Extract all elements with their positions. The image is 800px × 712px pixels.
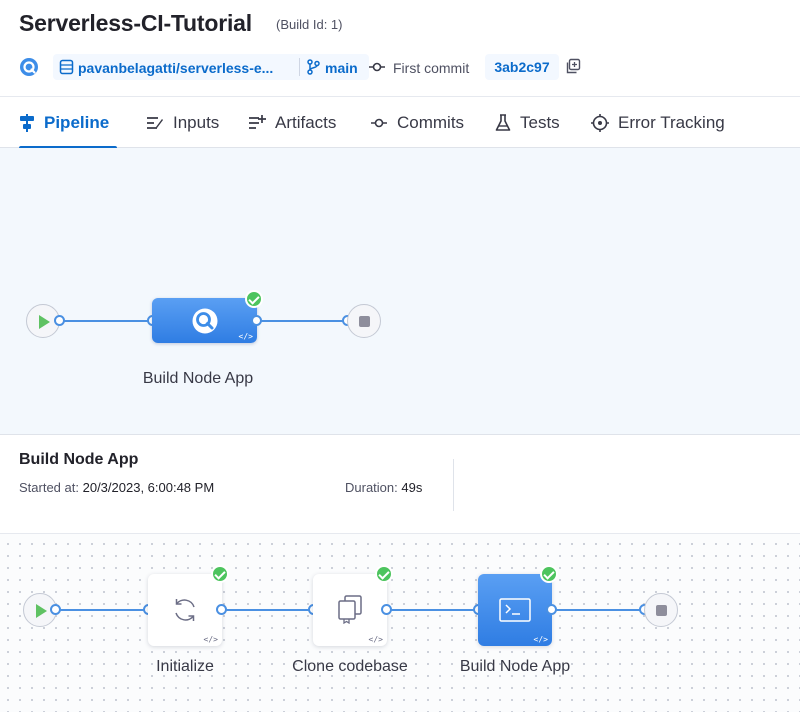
success-check-icon [375, 565, 393, 583]
tab-error-tracking[interactable]: Error Tracking [591, 97, 725, 148]
tab-inputs[interactable]: Inputs [146, 97, 219, 148]
play-icon [39, 315, 50, 329]
tab-label: Pipeline [44, 112, 110, 132]
terminal-icon [499, 598, 531, 622]
started-at: Started at: 20/3/2023, 6:00:48 PM [19, 480, 214, 495]
connector-line [387, 609, 478, 611]
ci-stage-icon [192, 308, 218, 334]
step-label: Clone codebase [292, 658, 408, 675]
repository-icon [59, 59, 74, 75]
flask-icon [495, 113, 511, 131]
ci-module-icon [20, 58, 38, 76]
step-node-clone-codebase[interactable]: </> [313, 574, 387, 646]
stage-node-build-node-app[interactable]: </> [152, 298, 257, 343]
repo-branch-chip[interactable]: pavanbelagatti/serverless-e... main [53, 54, 369, 80]
step-node-initialize[interactable]: </> [148, 574, 222, 646]
pipeline-title: Serverless-CI-Tutorial [19, 10, 252, 36]
connector-line [56, 609, 148, 611]
tab-label: Tests [520, 112, 560, 132]
output-port [50, 604, 61, 615]
pipeline-end-node [347, 304, 381, 338]
connector-line [222, 609, 313, 611]
commit-icon [369, 62, 385, 72]
tab-artifacts[interactable]: Artifacts [248, 97, 336, 148]
sync-icon [175, 599, 195, 621]
duration-value: 49s [401, 480, 423, 495]
tab-tests[interactable]: Tests [495, 97, 560, 148]
step-node-build-node-app[interactable]: </> [478, 574, 552, 646]
step-graph: </> Initialize </> Clone codebase </> Bu… [0, 534, 800, 712]
clone-icon [338, 595, 362, 624]
commit-sha[interactable]: 3ab2c97 [485, 54, 559, 80]
inputs-icon [147, 116, 163, 129]
step-end-node [644, 593, 678, 627]
started-value: 20/3/2023, 6:00:48 PM [82, 480, 215, 495]
execution-header: Serverless-CI-Tutorial (Build Id: 1) pav… [0, 0, 800, 96]
connector-line [60, 320, 152, 322]
duration: Duration: 49s [345, 480, 422, 495]
repo-name[interactable]: pavanbelagatti/serverless-e... [78, 60, 274, 76]
connector-line [257, 320, 347, 322]
connector-line [552, 609, 644, 611]
branch-name[interactable]: main [325, 60, 358, 76]
success-check-icon [211, 565, 229, 583]
pipeline-icon [20, 113, 34, 132]
success-check-icon [245, 290, 263, 308]
yaml-code-icon: </> [533, 635, 548, 644]
stop-icon [359, 316, 370, 327]
step-label: Build Node App [459, 658, 571, 675]
build-id: (Build Id: 1) [276, 17, 343, 32]
tab-label: Inputs [173, 112, 220, 132]
stop-icon [656, 605, 667, 616]
output-port [251, 315, 262, 326]
tab-commits[interactable]: Commits [370, 97, 464, 148]
duration-label: Duration: [345, 480, 398, 495]
pipeline-graph: </> Build Node App [0, 148, 800, 434]
play-icon [36, 604, 47, 618]
execution-tabs: Pipeline Inputs Artifacts Commits Tests [0, 96, 800, 149]
output-port [54, 315, 65, 326]
success-check-icon [540, 565, 558, 583]
yaml-code-icon: </> [203, 635, 218, 644]
stage-details-panel: Build Node App Started at: 20/3/2023, 6:… [0, 434, 800, 534]
execution-meta: pavanbelagatti/serverless-e... main Firs… [19, 54, 799, 80]
tab-label: Artifacts [275, 112, 337, 132]
yaml-code-icon: </> [238, 332, 253, 341]
branch-icon [307, 59, 320, 75]
yaml-code-icon: </> [368, 635, 383, 644]
output-port [216, 604, 227, 615]
chip-divider [299, 58, 300, 76]
output-port [546, 604, 557, 615]
artifacts-icon [249, 114, 266, 129]
commit-message: First commit [393, 60, 470, 76]
tab-label: Error Tracking [618, 112, 725, 132]
stage-label: Build Node App [142, 370, 254, 387]
details-divider [453, 459, 454, 511]
target-icon [591, 113, 609, 132]
tab-label: Commits [397, 112, 465, 132]
started-label: Started at: [19, 480, 79, 495]
output-port [381, 604, 392, 615]
commit-icon [371, 118, 387, 127]
tab-pipeline[interactable]: Pipeline [19, 97, 118, 149]
step-label: Initialize [156, 658, 214, 675]
copy-icon[interactable] [565, 58, 581, 74]
stage-details-title: Build Node App [19, 451, 139, 468]
